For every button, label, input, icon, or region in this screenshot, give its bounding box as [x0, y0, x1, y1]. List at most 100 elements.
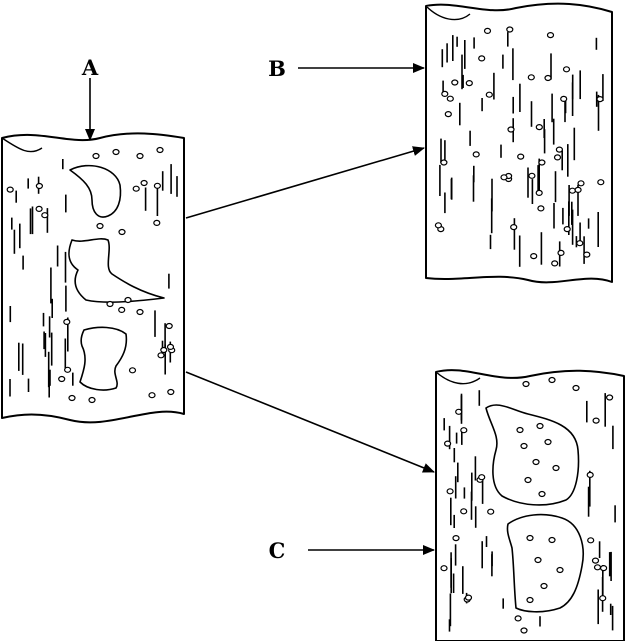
osteocyte-dot: [597, 179, 605, 186]
osteocyte-dot: [532, 458, 540, 466]
osteocyte-dot: [92, 152, 100, 160]
osteocyte-dot: [472, 151, 480, 158]
label-a: A: [81, 55, 99, 80]
osteocyte-dot: [465, 79, 473, 87]
osteocyte-dot: [451, 79, 459, 86]
osteocyte-dot: [136, 308, 144, 316]
osteocyte-dot: [596, 95, 604, 103]
osteocyte-dot: [118, 228, 126, 236]
osteocyte-dot: [535, 189, 543, 196]
osteocyte-dot: [96, 222, 104, 230]
osteocyte-dot: [112, 148, 120, 156]
osteocyte-dot: [586, 471, 594, 478]
osteocyte-dot: [106, 300, 114, 308]
osteocyte-dot: [534, 556, 542, 564]
osteocyte-dot: [591, 557, 600, 564]
osteocyte-dot: [530, 253, 538, 260]
osteocyte-dot: [485, 91, 493, 98]
osteocyte-dot: [538, 159, 546, 166]
osteocyte-dot: [464, 594, 473, 601]
osteocyte-dot: [434, 222, 442, 229]
osteocyte-dot: [552, 464, 560, 472]
osteocyte-dot: [599, 595, 607, 602]
osteocyte-dot: [63, 366, 72, 373]
osteocyte-dot: [526, 596, 534, 604]
osteocyte-dot: [510, 224, 518, 231]
osteocyte-dot: [535, 123, 543, 131]
osteocyte-dot: [165, 322, 173, 330]
osteocyte-dot: [517, 153, 525, 160]
osteocyte-dot: [148, 392, 156, 399]
osteocyte-dot: [528, 172, 536, 179]
osteocyte-dot: [460, 427, 468, 434]
osteocyte-dot: [6, 186, 14, 193]
osteocyte-dot: [118, 306, 126, 313]
osteocyte-dot: [548, 376, 556, 384]
osteocyte-dot: [444, 440, 452, 447]
bone-a-osteocytes: [6, 146, 176, 404]
osteocyte-dot: [157, 352, 165, 359]
bone-segment-c: [435, 369, 625, 641]
osteocyte-dot: [536, 422, 544, 430]
osteocyte-dot: [548, 536, 556, 544]
osteocyte-dot: [563, 226, 571, 233]
osteocyte-dot: [156, 146, 164, 154]
osteocyte-dot: [136, 152, 144, 160]
osteocyte-dot: [583, 251, 591, 258]
osteocyte-dot: [124, 296, 132, 304]
osteocyte-dot: [553, 154, 562, 161]
osteocyte-dot: [592, 417, 600, 424]
osteocyte-dot: [153, 182, 161, 189]
bone-segment-b: [425, 2, 613, 284]
osteocyte-dot: [562, 66, 571, 73]
osteocyte-dot: [557, 249, 565, 256]
osteocyte-dot: [593, 564, 602, 571]
osteocyte-dot: [166, 343, 175, 350]
osteocyte-dot: [88, 396, 96, 404]
osteocyte-dot: [63, 318, 71, 325]
osteocyte-dot: [153, 219, 161, 226]
osteocyte-dot: [546, 31, 555, 39]
osteocyte-dot: [478, 55, 486, 62]
osteocyte-dot: [140, 179, 148, 187]
osteocyte-dot: [460, 508, 468, 515]
osteocyte-dot: [520, 627, 528, 634]
osteocyte-dot: [444, 110, 452, 118]
osteocyte-dot: [538, 490, 546, 498]
osteocyte-dot: [35, 182, 44, 190]
osteocyte-dot: [574, 186, 582, 193]
osteocyte-dot: [440, 159, 448, 166]
osteocyte-dot: [527, 74, 535, 81]
osteocyte-dot: [568, 187, 577, 194]
bone-c-osteocytes: [440, 376, 614, 634]
osteocyte-dot: [41, 212, 49, 219]
osteocyte-dot: [35, 205, 43, 212]
osteocyte-dot: [555, 146, 564, 153]
osteocyte-dot: [507, 126, 515, 133]
osteocyte-dot: [506, 26, 514, 33]
label-c: C: [269, 538, 286, 563]
arrow-a-to-b: [185, 146, 425, 219]
osteocyte-dot: [516, 426, 524, 434]
bone-segment-a: [1, 132, 185, 424]
bone-a-cavities: [68, 164, 165, 391]
osteocyte-dot: [556, 566, 564, 574]
osteocyte-dot: [132, 185, 140, 192]
osteocyte-dot: [544, 74, 552, 82]
osteocyte-dot: [487, 508, 495, 515]
bone-b-lamellae: [439, 32, 604, 267]
osteocyte-dot: [537, 205, 545, 212]
osteocyte-dot: [526, 534, 534, 542]
osteocyte-dot: [522, 380, 530, 388]
osteocyte-dot: [483, 27, 492, 34]
osteocyte-dot: [58, 375, 66, 383]
osteocyte-dot: [452, 534, 460, 542]
osteocyte-dot: [440, 565, 448, 572]
osteocyte-dot: [587, 537, 595, 544]
osteocyte-dot: [572, 384, 580, 392]
osteocyte-dot: [577, 180, 585, 187]
osteocyte-dot: [446, 95, 454, 102]
osteocyte-dot: [560, 95, 568, 103]
label-b: B: [268, 56, 286, 81]
